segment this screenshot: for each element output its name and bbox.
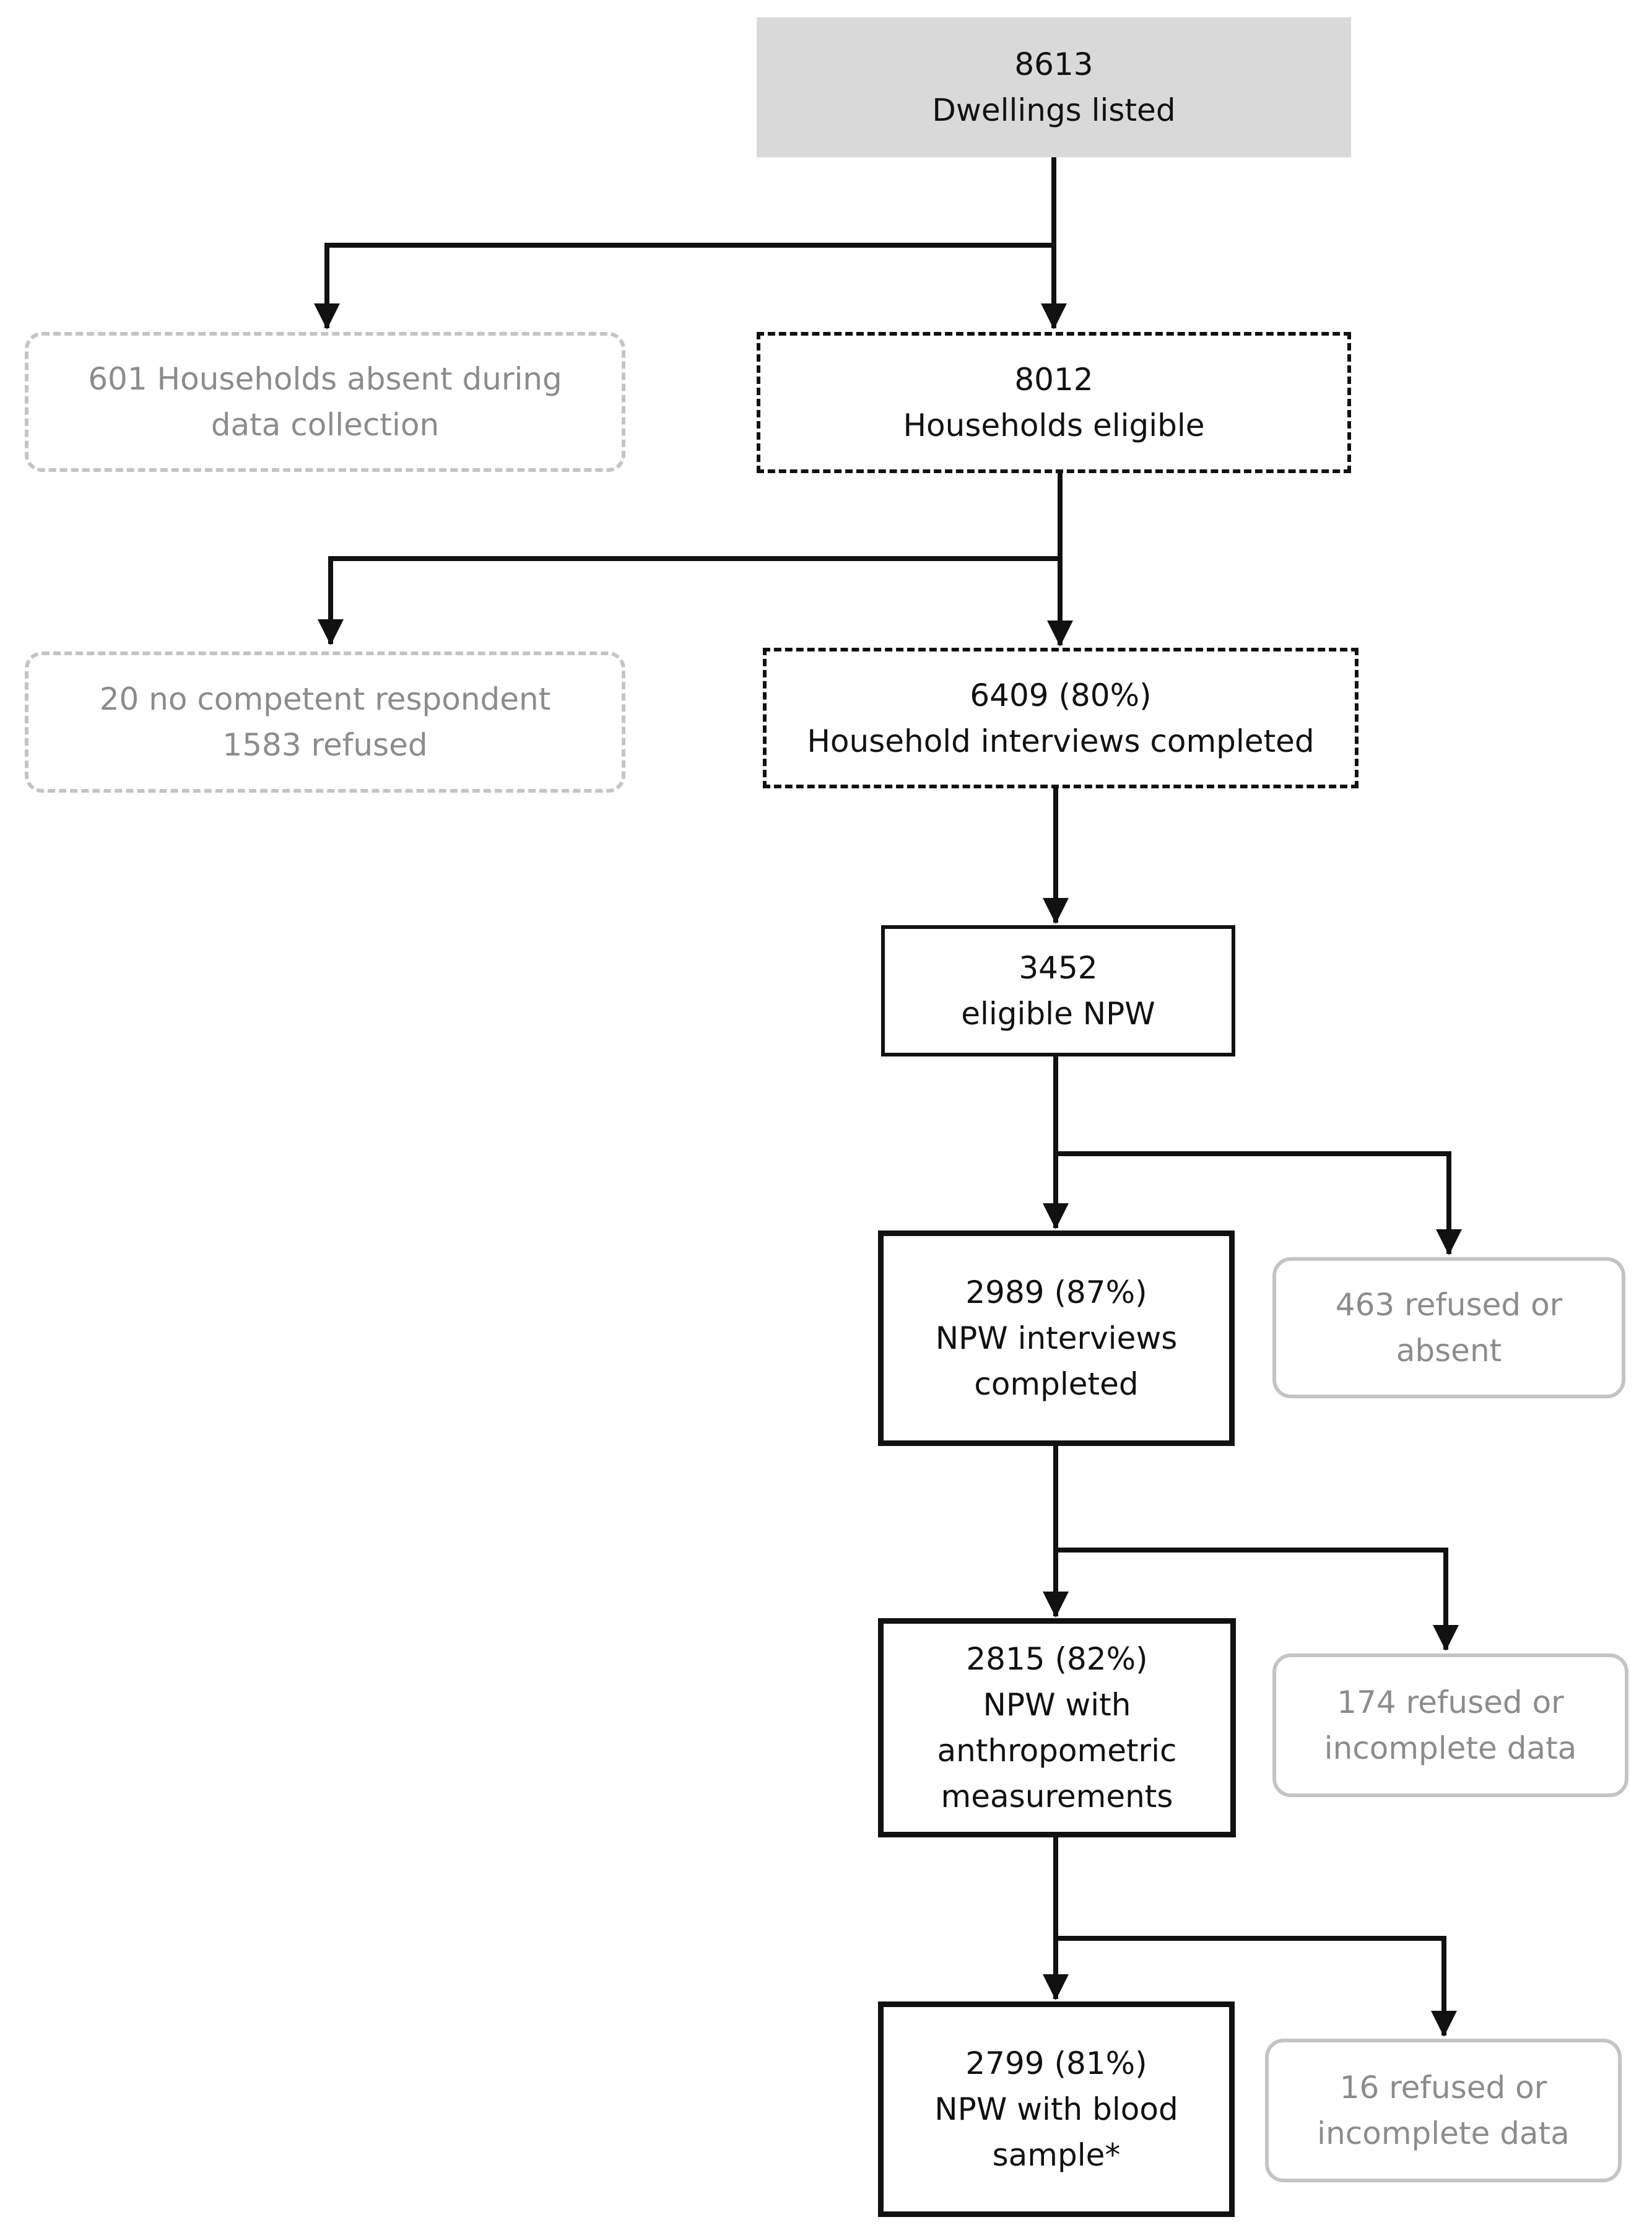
dwellings-listed-box: 8613 Dwellings listed — [757, 17, 1351, 157]
arrow-npw-interviews-to-anthro-refused — [1056, 1548, 1459, 1651]
arrow-dwellings-to-absent — [314, 243, 1054, 329]
npw-refused-line1: 463 refused or — [1335, 1287, 1563, 1323]
no-competent-respondent: 20 no competent respondent — [99, 681, 551, 717]
arrow-eligible-npw-to-npw-refused — [1056, 1151, 1462, 1255]
anthro-refused-box: 174 refused or incomplete data — [1272, 1653, 1628, 1797]
households-absent-line2: data collection — [211, 407, 440, 443]
households-eligible-box: 8012 Households eligible — [757, 332, 1351, 473]
blood-refused-line1: 16 refused or — [1339, 2070, 1547, 2106]
household-interviews-label: Household interviews completed — [807, 723, 1315, 759]
npw-interviews-line2: completed — [974, 1366, 1139, 1402]
arrow-anthro-to-blood-refused — [1056, 1936, 1457, 2037]
npw-anthro-line1: NPW with — [983, 1687, 1131, 1723]
npw-anthropometric-box: 2815 (82%) NPW with anthropometric measu… — [878, 1618, 1236, 1837]
npw-interviews-completed-box: 2989 (87%) NPW interviews completed — [878, 1230, 1235, 1446]
blood-refused-line2: incomplete data — [1317, 2115, 1570, 2151]
household-interviews-count: 6409 (80%) — [970, 677, 1152, 713]
npw-anthro-line2: anthropometric — [937, 1733, 1177, 1769]
nonresponse-box: 20 no competent respondent 1583 refused — [25, 651, 625, 793]
households-absent-box: 601 Households absent during data collec… — [25, 332, 625, 472]
npw-blood-line2: sample* — [992, 2137, 1121, 2173]
npw-anthro-line3: measurements — [941, 1779, 1173, 1814]
anthro-refused-line1: 174 refused or — [1337, 1684, 1564, 1720]
npw-blood-sample-box: 2799 (81%) NPW with blood sample* — [878, 2001, 1235, 2217]
npw-interviews-count: 2989 (87%) — [965, 1274, 1147, 1310]
anthro-refused-line2: incomplete data — [1324, 1730, 1577, 1766]
npw-blood-count: 2799 (81%) — [965, 2045, 1147, 2081]
dwellings-count: 8613 — [1014, 46, 1093, 82]
households-absent-line1: 601 Households absent during — [88, 361, 562, 397]
npw-refused-line2: absent — [1396, 1333, 1502, 1369]
household-interviews-completed-box: 6409 (80%) Household interviews complete… — [763, 648, 1359, 788]
households-refused: 1583 refused — [222, 727, 428, 763]
npw-refused-or-absent-box: 463 refused or absent — [1272, 1257, 1625, 1398]
eligible-npw-label: eligible NPW — [961, 996, 1155, 1032]
npw-blood-line1: NPW with blood — [934, 2091, 1178, 2127]
households-eligible-count: 8012 — [1014, 362, 1093, 398]
blood-refused-box: 16 refused or incomplete data — [1265, 2039, 1622, 2182]
eligible-npw-count: 3452 — [1019, 950, 1098, 986]
npw-anthro-count: 2815 (82%) — [966, 1641, 1148, 1677]
households-eligible-label: Households eligible — [903, 407, 1205, 443]
npw-interviews-line1: NPW interviews — [935, 1320, 1178, 1356]
eligible-npw-box: 3452 eligible NPW — [881, 925, 1235, 1056]
dwellings-label: Dwellings listed — [932, 92, 1176, 128]
arrow-eligible-to-nonresponse — [318, 556, 1060, 645]
